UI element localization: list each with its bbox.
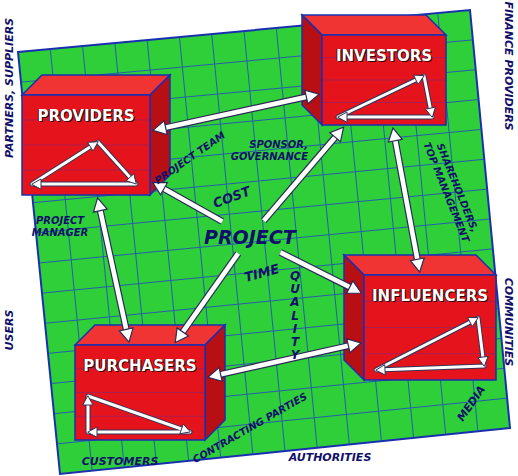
- group-title: PURCHASERS: [75, 345, 205, 375]
- cycle-outline: [32, 142, 136, 184]
- cycle-arrow: [376, 318, 484, 370]
- stakeholder-box: INFLUENCERS: [364, 275, 496, 380]
- arrow-head: [119, 328, 133, 342]
- wire-grid: [21, 13, 507, 471]
- relation-arrow: [93, 198, 133, 342]
- arrow-outline: [100, 209, 127, 332]
- stakeholder-label: COMMUNITIES: [502, 278, 515, 367]
- cube-top: [75, 325, 225, 345]
- arrow-shaft: [100, 209, 127, 332]
- cycle-head: [414, 75, 424, 84]
- green-ground: [18, 10, 510, 474]
- arrow-head: [153, 121, 167, 135]
- arrow-head: [305, 90, 319, 104]
- cycle-head: [376, 365, 385, 375]
- cube-side: [205, 325, 225, 440]
- arrow-outline: [164, 97, 309, 129]
- cube-wire: [364, 327, 496, 328]
- stakeholder-box: PURCHASERS: [75, 345, 205, 440]
- arrow-head: [388, 128, 402, 142]
- cube-front: [364, 275, 496, 380]
- arrow-outline: [182, 253, 239, 333]
- cube-front: [75, 345, 205, 440]
- stakeholder-box: INVESTORS: [322, 35, 446, 125]
- stakeholder-label: TIME: [243, 262, 281, 286]
- arrow-head: [330, 127, 344, 141]
- arrow-head: [93, 198, 107, 212]
- cycle-head: [180, 424, 190, 433]
- cycle-arrow: [88, 396, 190, 432]
- red-cubes: [22, 15, 496, 440]
- cube-wire: [22, 145, 150, 146]
- cube-side: [344, 255, 364, 380]
- cycle-outline: [376, 318, 484, 370]
- stakeholder-label: PARTNERS, SUPPLIERS: [4, 18, 17, 158]
- arrow-outline: [395, 139, 418, 261]
- stakeholder-label: PROJECT TEAM: [153, 129, 228, 186]
- cube-top: [302, 15, 446, 35]
- relation-arrow: [175, 253, 238, 342]
- relation-arrow: [388, 128, 424, 272]
- arrow-outline: [219, 345, 351, 375]
- stakeholder-label: QUALITY: [289, 270, 301, 362]
- cube-wire: [75, 392, 205, 393]
- arrow-shaft: [182, 253, 239, 333]
- cycle-head: [88, 142, 98, 151]
- arrow-shaft: [395, 139, 418, 261]
- stakeholder-label: SHAREHOLDERS, TOP MANAGEMENT: [421, 136, 483, 245]
- arrow-shaft: [219, 345, 351, 375]
- cube-wire: [22, 170, 150, 171]
- cycle-head: [32, 179, 41, 189]
- stakeholder-box: PROVIDERS: [22, 95, 150, 195]
- stakeholder-label: PROJECT MANAGER: [25, 215, 95, 238]
- relation-arrow: [208, 339, 361, 381]
- cycle-arrow: [32, 142, 136, 184]
- stakeholder-label: COST: [211, 184, 253, 211]
- group-title: PROVIDERS: [22, 95, 150, 125]
- relation-arrow: [153, 90, 319, 134]
- cycle-head: [468, 318, 478, 327]
- group-title: INFLUENCERS: [364, 275, 496, 305]
- cube-top: [22, 75, 170, 95]
- stakeholder-label: MEDIA: [455, 384, 488, 424]
- cycle-head: [338, 112, 347, 122]
- project-core: PROJECT: [198, 223, 302, 251]
- stakeholder-label: CUSTOMERS: [82, 456, 159, 469]
- arrow-head: [175, 328, 188, 343]
- cycle-head: [425, 107, 435, 117]
- cycle-head: [126, 174, 136, 184]
- stakeholder-label: SPONSOR, GOVERNANCE: [224, 139, 308, 162]
- cycle-outline: [88, 396, 190, 432]
- stakeholder-label: FINANCE PROVIDERS: [502, 1, 515, 130]
- arrow-shaft: [164, 97, 309, 129]
- cube-wire: [364, 353, 496, 354]
- cube-front: [322, 35, 446, 125]
- arrow-head: [208, 368, 222, 382]
- cycle-head: [88, 427, 97, 437]
- arrow-head: [347, 281, 362, 294]
- stakeholder-label: USERS: [4, 310, 17, 351]
- cycle-head: [478, 356, 488, 366]
- inner-cycle-arrows: [32, 75, 488, 437]
- cube-wire: [322, 80, 446, 81]
- arrow-head: [410, 258, 424, 272]
- project-title: PROJECT: [198, 223, 302, 251]
- arrow-head: [347, 339, 361, 353]
- cycle-arrow: [338, 76, 432, 117]
- stakeholder-label: AUTHORITIES: [289, 452, 372, 465]
- cube-front: [22, 95, 150, 195]
- cycle-head: [83, 396, 93, 405]
- cycle-outline: [338, 76, 432, 117]
- cube-side: [302, 15, 322, 125]
- group-title: INVESTORS: [322, 35, 446, 65]
